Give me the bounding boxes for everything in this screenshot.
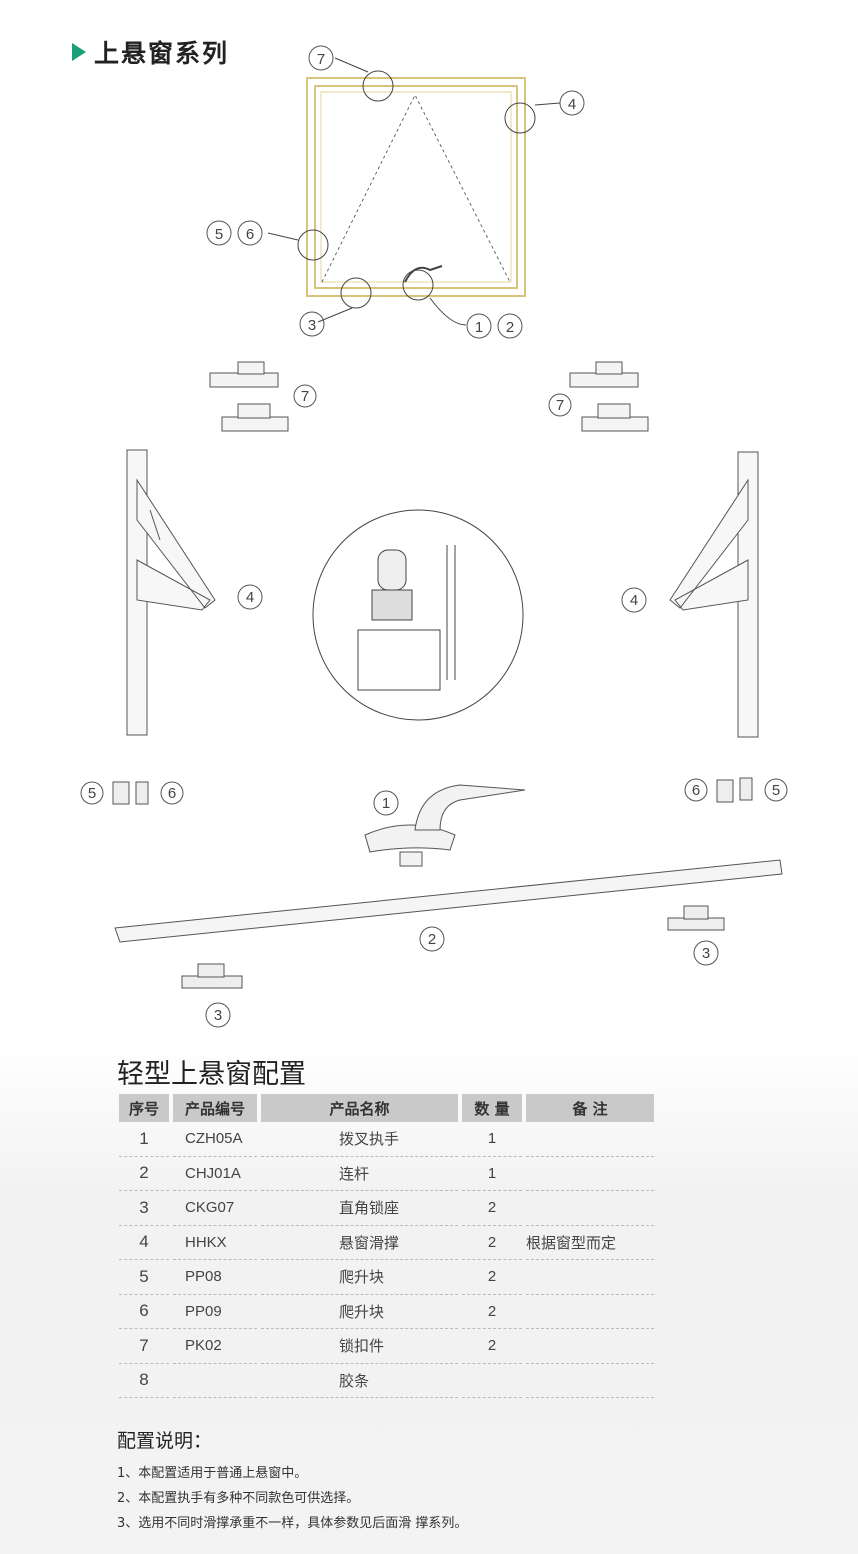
note-item: 1、本配置适用于普通上悬窗中。 [117, 1466, 308, 1481]
table-header: 序号 产品编号 产品名称 数 量 备 注 [119, 1094, 654, 1122]
svg-text:6: 6 [692, 782, 700, 799]
hardware-diagram: 7 4 5 6 3 1 2 7 7 4 4 5 6 6 5 [80, 45, 788, 1028]
lock-keeper-part [209, 361, 649, 432]
row-index: 4 [119, 1226, 169, 1260]
row-code: CHJ01A [173, 1157, 257, 1191]
svg-text:4: 4 [246, 589, 254, 606]
col-code: 产品编号 [173, 1094, 257, 1122]
row-name: 连杆 [261, 1157, 458, 1191]
note-item: 3、选用不同时滑撑承重不一样，具体参数见后面滑 撑系列。 [117, 1516, 468, 1531]
config-title: 轻型上悬窗配置 [117, 1059, 306, 1090]
row-index: 3 [119, 1191, 169, 1226]
row-code: PP09 [173, 1295, 257, 1329]
svg-text:7: 7 [301, 388, 309, 405]
svg-text:3: 3 [214, 1007, 222, 1024]
row-code: PK02 [173, 1329, 257, 1364]
callout-6: 6 [246, 226, 254, 243]
row-qty: 2 [462, 1329, 522, 1364]
row-code: CKG07 [173, 1191, 257, 1226]
svg-text:4: 4 [630, 592, 638, 609]
row-note [526, 1295, 654, 1329]
note-item: 2、本配置执手有多种不同款色可供选择。 [117, 1491, 360, 1506]
section-title: 上悬窗系列 [72, 34, 229, 70]
row-qty: 2 [462, 1295, 522, 1329]
row-code: CZH05A [173, 1122, 257, 1157]
row-name: 爬升块 [261, 1295, 458, 1329]
window-frame [306, 77, 526, 297]
row-note: 根据窗型而定 [526, 1226, 654, 1260]
friction-stay-left [126, 449, 263, 736]
row-qty: 2 [462, 1260, 522, 1295]
connecting-rod-part [114, 859, 783, 952]
section-detail-circle [312, 509, 524, 721]
col-qty: 数 量 [462, 1094, 522, 1122]
svg-text:7: 7 [556, 397, 564, 414]
config-notes: 配置说明： 1、本配置适用于普通上悬窗中。 2、本配置执手有多种不同款色可供选择… [117, 1426, 467, 1536]
callout-4: 4 [568, 96, 576, 113]
col-note: 备 注 [526, 1094, 654, 1122]
col-index: 序号 [119, 1094, 169, 1122]
row-note [526, 1122, 654, 1157]
row-qty [462, 1364, 522, 1398]
row-note [526, 1364, 654, 1398]
row-index: 1 [119, 1122, 169, 1157]
corner-keeper-part [181, 905, 725, 1028]
row-qty: 1 [462, 1157, 522, 1191]
row-qty: 2 [462, 1226, 522, 1260]
row-index: 2 [119, 1157, 169, 1191]
svg-text:6: 6 [168, 785, 176, 802]
svg-text:5: 5 [772, 782, 780, 799]
row-index: 7 [119, 1329, 169, 1364]
callout-labels [206, 45, 585, 339]
row-qty: 2 [462, 1191, 522, 1226]
svg-text:5: 5 [88, 785, 96, 802]
row-index: 8 [119, 1364, 169, 1398]
callout-5: 5 [215, 226, 223, 243]
table-row: 8 胶条 [119, 1364, 654, 1398]
row-code: HHKX [173, 1226, 257, 1260]
row-index: 6 [119, 1295, 169, 1329]
callout-3: 3 [308, 317, 316, 334]
config-section-bg [0, 1040, 858, 1554]
callout-7: 7 [317, 51, 325, 68]
section-title-text: 上悬窗系列 [94, 39, 230, 68]
handle-part [364, 784, 526, 867]
svg-text:2: 2 [428, 931, 436, 948]
row-code: PP08 [173, 1260, 257, 1295]
row-code [173, 1364, 257, 1398]
notes-title: 配置说明： [117, 1430, 213, 1452]
row-note [526, 1191, 654, 1226]
detail-circles [267, 57, 561, 326]
row-name: 悬窗滑撑 [261, 1226, 458, 1260]
row-note [526, 1260, 654, 1295]
friction-stay-right [621, 451, 759, 738]
row-name: 胶条 [261, 1364, 458, 1398]
callout-1: 1 [475, 319, 483, 336]
callout-2: 2 [506, 319, 514, 336]
row-name: 直角锁座 [261, 1191, 458, 1226]
row-name: 拨叉执手 [261, 1122, 458, 1157]
row-qty: 1 [462, 1122, 522, 1157]
row-name: 爬升块 [261, 1260, 458, 1295]
col-name: 产品名称 [261, 1094, 458, 1122]
row-note [526, 1329, 654, 1364]
row-name: 锁扣件 [261, 1329, 458, 1364]
svg-text:3: 3 [702, 945, 710, 962]
row-index: 5 [119, 1260, 169, 1295]
climbing-block-parts [80, 777, 788, 805]
arrow-icon [72, 43, 86, 61]
svg-text:1: 1 [382, 795, 390, 812]
row-note [526, 1157, 654, 1191]
